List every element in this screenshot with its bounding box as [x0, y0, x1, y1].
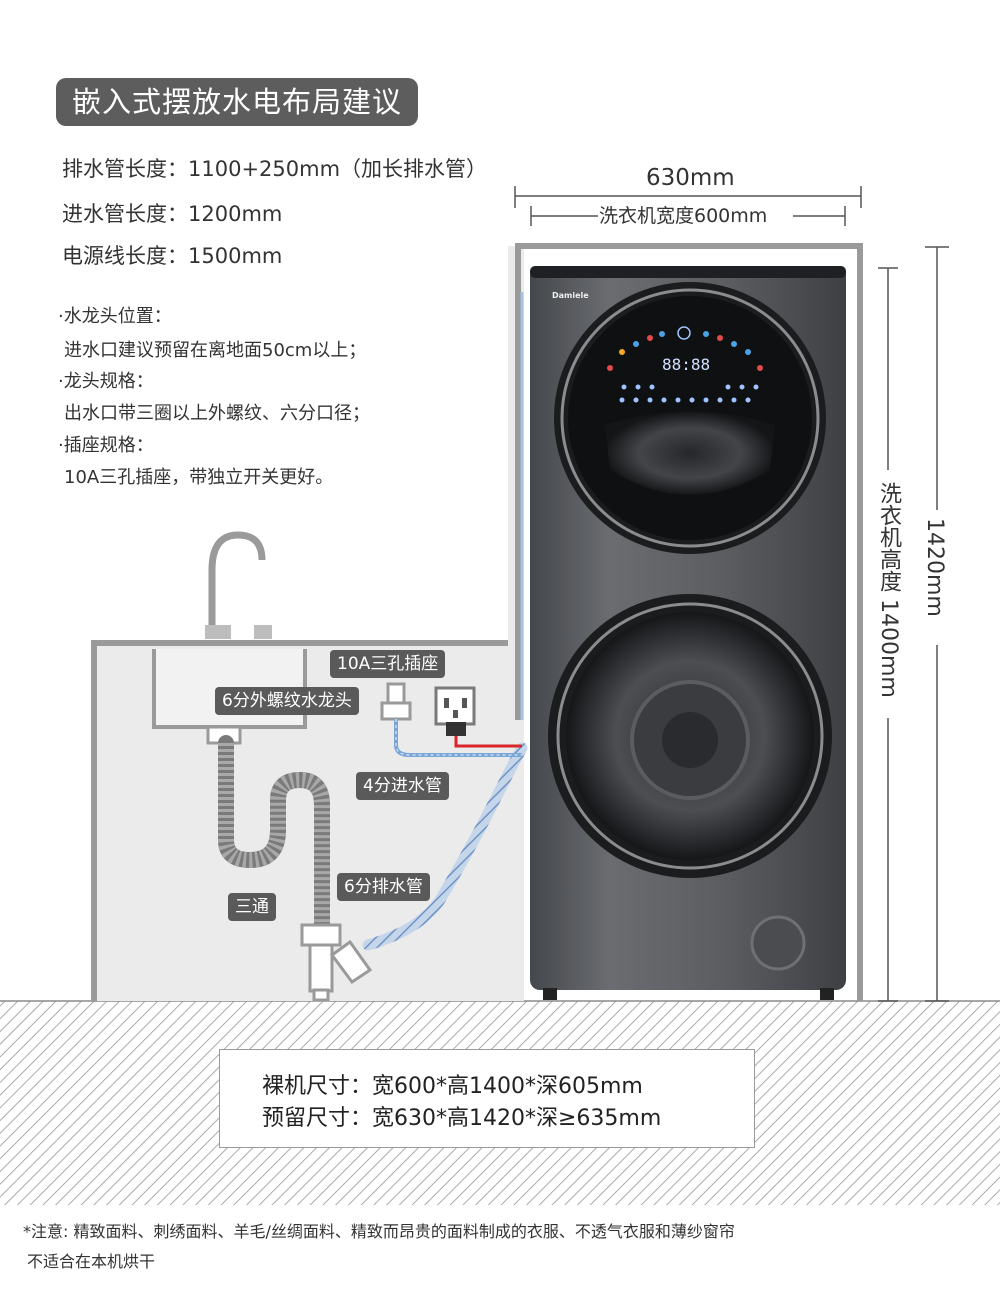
inlet-hose-label: 4分进水管 [356, 772, 449, 800]
power-cord [454, 736, 522, 748]
footer-note-line2: 不适合在本机烘干 [27, 1252, 156, 1271]
drain-hose [362, 742, 528, 951]
washing-machine [530, 266, 846, 1000]
power-socket [434, 686, 476, 736]
footer-note-line1: *注意: 精致面料、刺绣面料、羊毛/丝绸面料、精致而昂贵的面料制成的衣服、不透气… [23, 1222, 735, 1241]
bare-size: 裸机尺寸：宽600*高1400*深605mm [262, 1074, 643, 1099]
note-socket-spec-detail: 10A三孔插座，带独立开关更好。 [64, 467, 334, 488]
tee-label: 三通 [228, 893, 276, 921]
wall-tap [380, 682, 412, 721]
reserved-height-label: 1420mm [922, 518, 947, 617]
machine-height-label: 洗衣机高度 1400mm [876, 482, 901, 698]
note-socket-spec: ·插座规格： [58, 435, 154, 456]
note-faucet-spec-detail: 出水口带三圈以上外螺纹、六分口径； [64, 403, 370, 424]
height-dimensions [878, 246, 949, 1002]
inlet-hose-length: 进水管长度：1200mm [62, 202, 283, 226]
reserved-size: 预留尺寸：宽630*高1420*深≥635mm [262, 1106, 662, 1131]
reserved-width-label: 630mm [646, 165, 735, 191]
brand-logo: Damiele [552, 291, 589, 300]
drain-hose-label: 6分排水管 [337, 873, 430, 901]
control-panel-dots [607, 331, 763, 403]
machine-width-label: 洗衣机宽度600mm [599, 205, 768, 227]
drain-trap [218, 735, 330, 933]
tee-fitting [300, 923, 373, 1002]
note-faucet-position: ·水龙头位置： [58, 306, 172, 327]
note-faucet-position-detail: 进水口建议预留在离地面50cm以上； [64, 340, 367, 361]
reserved-width-dimension [514, 186, 862, 226]
drain-hose-length: 排水管长度：1100+250mm（加长排水管） [62, 157, 488, 181]
faucet-label: 6分外螺纹水龙头 [215, 687, 359, 715]
size-info-box: 裸机尺寸：宽600*高1400*深605mm 预留尺寸：宽630*高1420*深… [219, 1049, 755, 1148]
power-icon [677, 326, 691, 340]
socket-label: 10A三孔插座 [330, 650, 446, 678]
display-digits: 88:88 [662, 355, 711, 374]
note-faucet-spec: ·龙头规格： [58, 371, 154, 392]
page-title: 嵌入式摆放水电布局建议 [56, 78, 418, 126]
power-cord-length: 电源线长度：1500mm [62, 244, 283, 268]
